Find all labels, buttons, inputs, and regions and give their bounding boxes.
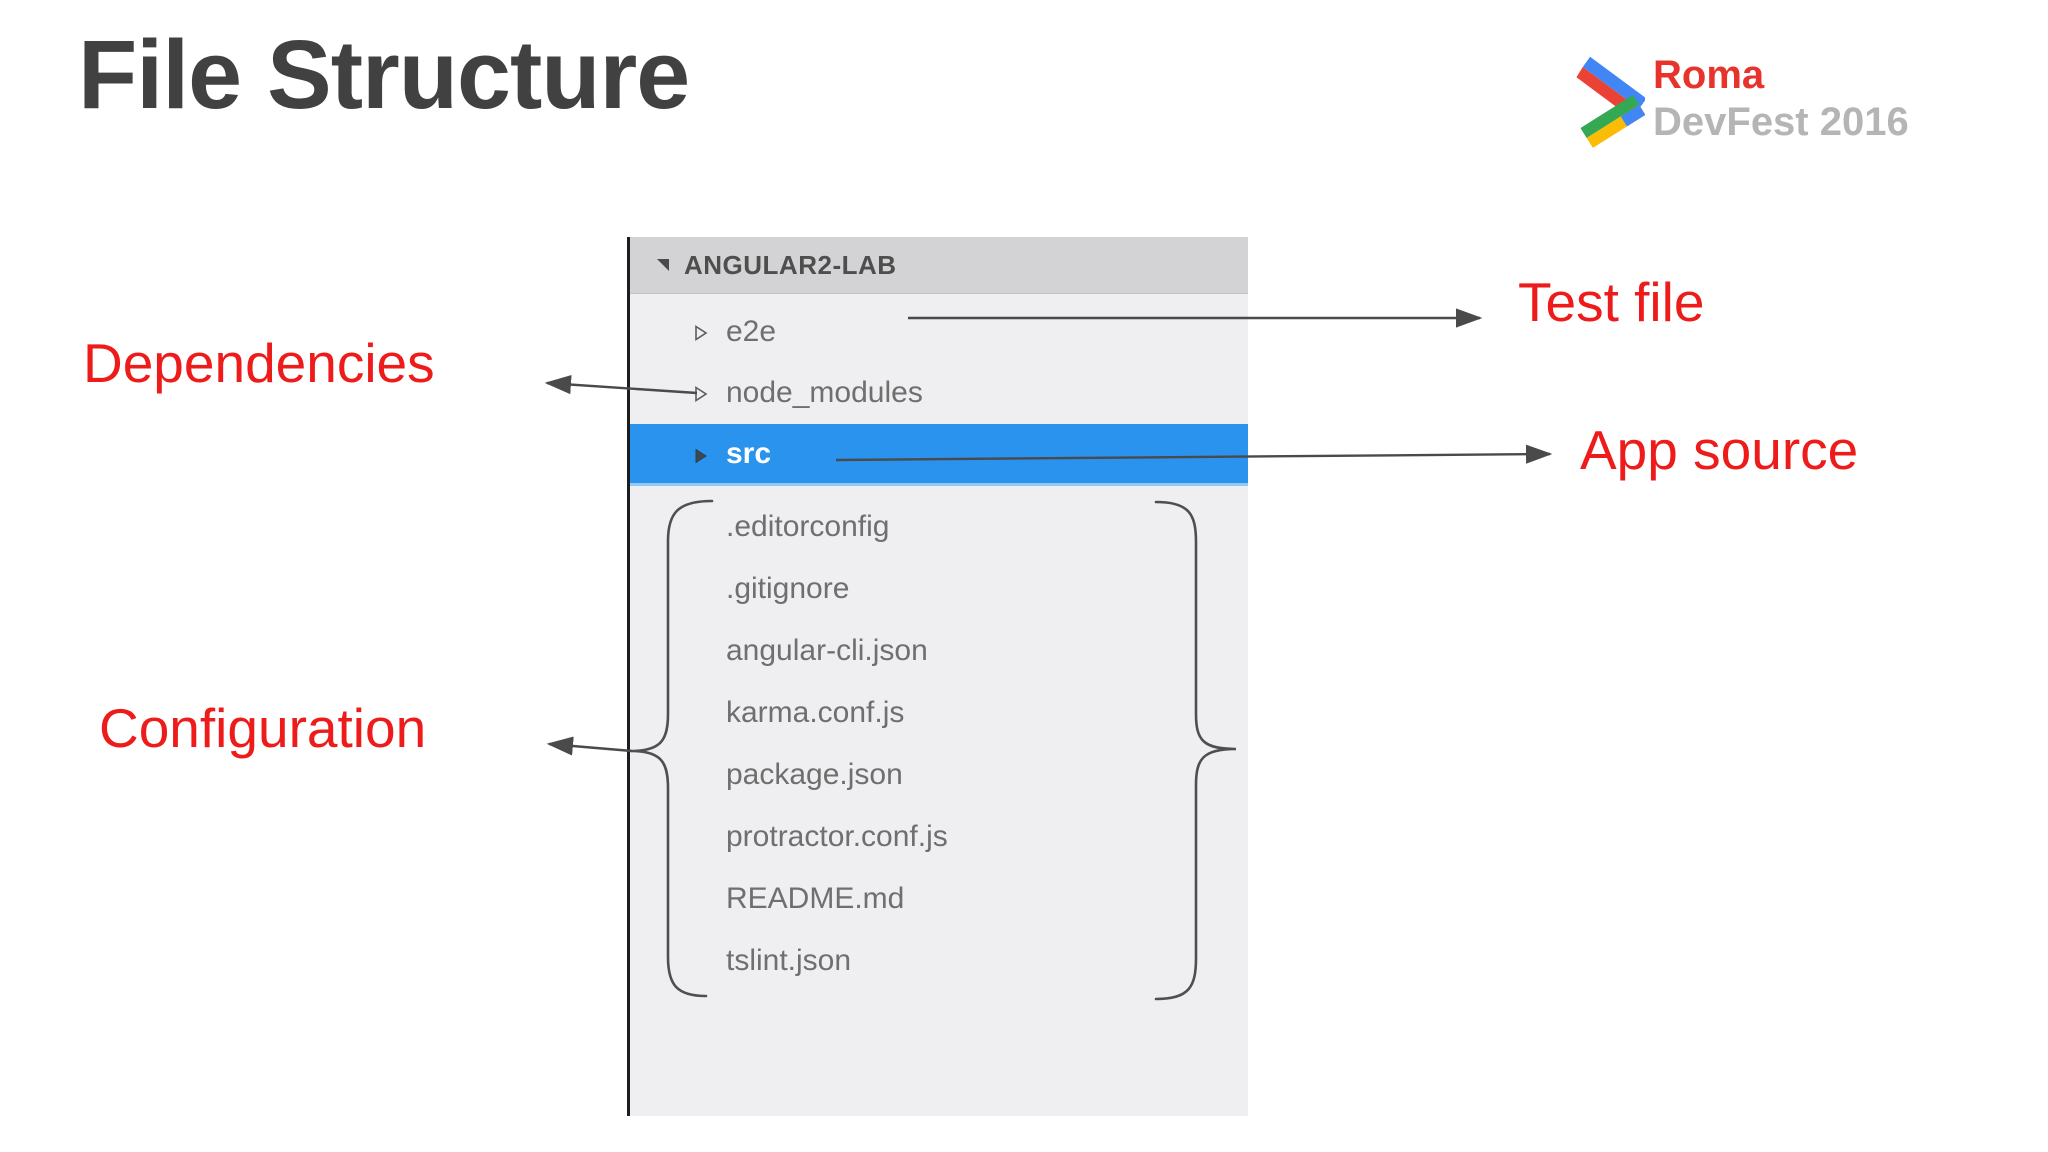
collapsed-disclosure-icon[interactable] bbox=[694, 325, 708, 341]
file-name: tslint.json bbox=[726, 944, 852, 977]
file-name: package.json bbox=[726, 758, 903, 791]
tree-file[interactable]: karma.conf.js bbox=[630, 682, 1248, 744]
tree-file[interactable]: .editorconfig bbox=[630, 496, 1248, 558]
tree-file[interactable]: .gitignore bbox=[630, 558, 1248, 620]
tree-folder-e2e[interactable]: e2e bbox=[630, 301, 1248, 363]
tree-file[interactable]: tslint.json bbox=[630, 930, 1248, 992]
file-name: README.md bbox=[726, 882, 905, 915]
tree-folder-node-modules[interactable]: node_modules bbox=[630, 362, 1248, 424]
file-name: karma.conf.js bbox=[726, 696, 905, 729]
annotation-app-source: App source bbox=[1580, 419, 1859, 481]
collapsed-disclosure-icon[interactable] bbox=[694, 386, 708, 402]
tree-root-row[interactable]: ANGULAR2-LAB bbox=[630, 237, 1248, 294]
collapsed-disclosure-icon[interactable] bbox=[694, 448, 708, 464]
expanded-disclosure-icon bbox=[657, 259, 669, 271]
file-name: protractor.conf.js bbox=[726, 820, 948, 853]
tree-file[interactable]: angular-cli.json bbox=[630, 620, 1248, 682]
tree-file[interactable]: package.json bbox=[630, 744, 1248, 806]
file-name: .gitignore bbox=[726, 572, 850, 605]
devfest-logo: Roma DevFest 2016 bbox=[1575, 50, 1995, 160]
tree-file[interactable]: protractor.conf.js bbox=[630, 806, 1248, 868]
page-title: File Structure bbox=[78, 20, 690, 129]
annotation-test-file: Test file bbox=[1518, 271, 1705, 333]
folder-name: e2e bbox=[726, 315, 777, 348]
arrow-to-configuration bbox=[546, 736, 633, 756]
file-name: .editorconfig bbox=[726, 510, 890, 543]
logo-event-name: Roma bbox=[1653, 53, 1765, 97]
annotation-configuration: Configuration bbox=[99, 697, 427, 759]
logo-edition: DevFest 2016 bbox=[1653, 100, 1909, 145]
tree-file[interactable]: README.md bbox=[630, 868, 1248, 930]
folder-name: node_modules bbox=[726, 376, 923, 409]
devfest-chevron-icon bbox=[1576, 56, 1645, 148]
file-name: angular-cli.json bbox=[726, 634, 928, 667]
devfest-logo-text: Roma DevFest 2016 bbox=[1653, 52, 1909, 146]
tree-root-label: ANGULAR2-LAB bbox=[684, 249, 897, 280]
annotation-dependencies: Dependencies bbox=[83, 332, 435, 394]
file-explorer-panel: ANGULAR2-LAB e2e node_modules src .edito… bbox=[627, 237, 1248, 1116]
tree-folder-src-selected[interactable]: src bbox=[630, 424, 1248, 486]
folder-name: src bbox=[726, 436, 772, 470]
